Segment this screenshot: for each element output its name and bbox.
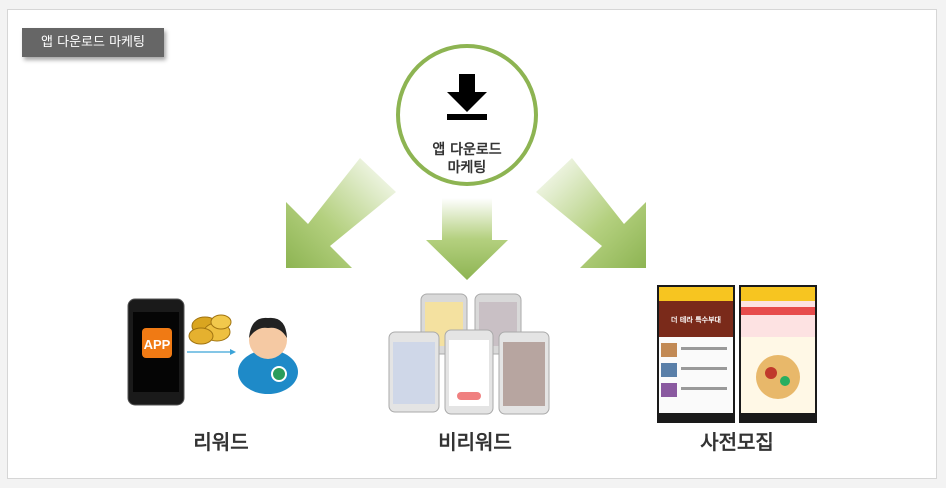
label-reward: 리워드 bbox=[193, 430, 249, 454]
app-badge-text: APP bbox=[144, 337, 171, 352]
arrow-right bbox=[536, 158, 646, 268]
prelaunch-banner-text: 더 테라 특수부대 bbox=[671, 315, 721, 324]
center-circle: 앱 다운로드 마케팅 bbox=[396, 44, 538, 186]
reward-illustration: APP bbox=[127, 298, 298, 406]
center-title-line1: 앱 다운로드 bbox=[432, 142, 502, 158]
center-title-line2: 마케팅 bbox=[447, 160, 487, 176]
label-prelaunch: 사전모집 bbox=[700, 430, 774, 454]
non-reward-illustration bbox=[388, 293, 550, 415]
coins-icon bbox=[188, 314, 232, 345]
label-non-reward: 비리워드 bbox=[438, 430, 512, 454]
user-icon bbox=[238, 317, 298, 394]
arrow-middle bbox=[426, 198, 508, 280]
prelaunch-illustration: 더 테라 특수부대 bbox=[657, 285, 817, 423]
arrow-left bbox=[286, 158, 396, 268]
download-icon bbox=[447, 74, 487, 120]
section-tag: 앱 다운로드 마케팅 bbox=[22, 28, 164, 57]
